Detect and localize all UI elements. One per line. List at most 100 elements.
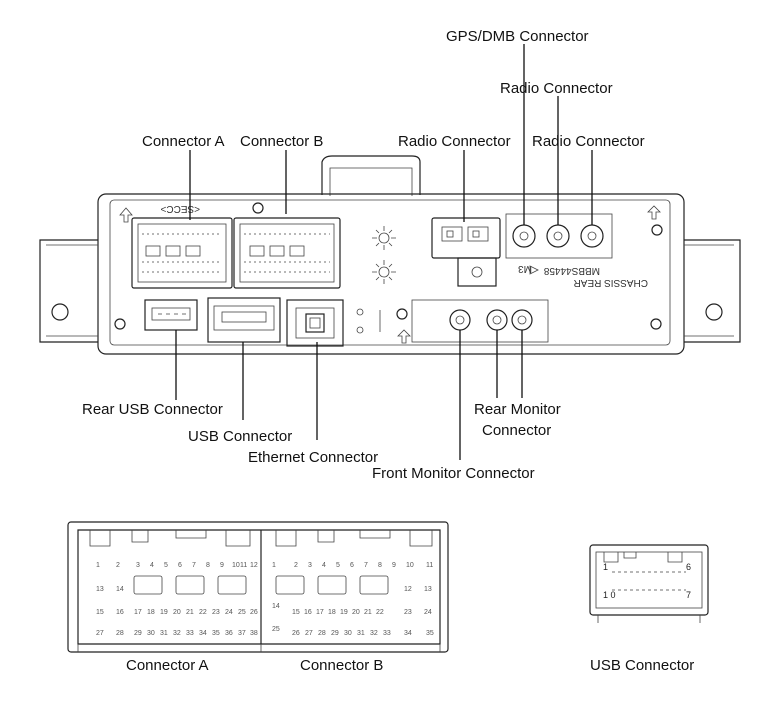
pin-label: 19 [160,609,168,616]
pin-label: 24 [225,609,233,616]
pin-label: 18 [147,609,155,616]
pin-label: 7 [364,562,368,569]
unit-ethernet-connector [286,299,344,347]
label-rear-usb-connector: Rear USB Connector [82,401,223,418]
pin-label: 14 [116,586,124,593]
head-unit-body [39,155,741,355]
label-ethernet-connector: Ethernet Connector [248,449,378,466]
sun-icon [372,260,396,284]
label-connector-a: Connector A [142,133,225,150]
label-radio-connector-left: Radio Connector [398,133,511,150]
m3-marking: M3 [518,263,532,274]
pin-label: 3 [136,562,140,569]
pin-label: 32 [370,630,378,637]
pin-label: 34 [404,630,412,637]
pin-label: 21 [364,609,372,616]
pin-label: 23 [404,609,412,616]
pin-label: 1 [96,562,100,569]
unit-rear-usb-connector [144,299,198,331]
pin-label: 17 [134,609,142,616]
label-front-monitor-connector: Front Monitor Connector [372,465,535,482]
pin-label: 25 [272,626,280,633]
pin-label: 8 [206,562,210,569]
part-number-marking: MBBS44458 [543,265,600,276]
pin-label: 13 [96,586,104,593]
pin-label: 2 [116,562,120,569]
label-radio-connector-right: Radio Connector [532,133,645,150]
pin-label: 1 [272,562,276,569]
m3-arrow-icon [529,265,539,275]
label-gps-dmb-connector: GPS/DMB Connector [446,28,589,45]
mark-icon [356,326,364,334]
pin-label: 14 [272,603,280,610]
pin-label: 20 [352,609,360,616]
chassis-rear-marking: CHASSIS REAR [574,277,648,288]
pin-label: 10 [232,562,240,569]
pin-label: 26 [292,630,300,637]
pin-label: 24 [424,609,432,616]
label-rear-monitor: Rear Monitor [474,401,561,418]
pin-label: 1 0 [603,590,616,600]
pin-label: 7 [686,590,691,600]
pin-label: 3 [308,562,312,569]
pin-label: 28 [116,630,124,637]
pin-label: 4 [322,562,326,569]
pin-label: 5 [336,562,340,569]
pin-label: 25 [238,609,246,616]
label-radio-connector-top: Radio Connector [500,80,613,97]
pin-label: 19 [340,609,348,616]
pin-label: 31 [160,630,168,637]
pin-label: 12 [404,586,412,593]
caption-usb-connector: USB Connector [590,657,694,674]
pin-label: 26 [250,609,258,616]
unit-connector-b [233,217,341,289]
pin-label: 11 [426,562,433,569]
pin-label: 4 [150,562,154,569]
pin-label: 6 [686,562,691,572]
pin-label: 37 [238,630,246,637]
secc-marking: <SECC> [160,203,200,214]
pin-label: 9 [220,562,224,569]
label-connector-b: Connector B [240,133,323,150]
pin-label: 17 [316,609,324,616]
pin-label: 9 [392,562,396,569]
unit-connector-a [131,217,233,289]
label-rear-monitor-connector: Connector [482,422,551,439]
pin-label: 33 [383,630,391,637]
pin-label: 20 [173,609,181,616]
pin-label: 7 [192,562,196,569]
unit-radio-connector-left [431,217,501,287]
pin-label: 6 [178,562,182,569]
pin-label: 27 [305,630,313,637]
pin-label: 1 [603,562,608,572]
pin-label: 15 [96,609,104,616]
pin-label: 29 [331,630,339,637]
pin-label: 22 [199,609,207,616]
pin-label: 22 [376,609,384,616]
pin-label: 31 [357,630,365,637]
pin-label: 10 [406,562,414,569]
pin-label: 35 [212,630,220,637]
pin-label: 11 [240,562,247,569]
connector-b-pins: 1 2 3 4 5 6 7 8 9 10 11 12 13 14 15 16 1… [272,562,434,637]
pin-label: 27 [96,630,104,637]
pin-label: 32 [173,630,181,637]
pin-label: 30 [147,630,155,637]
pin-label: 18 [328,609,336,616]
mark-icon [356,308,364,316]
pin-label: 30 [344,630,352,637]
pin-label: 6 [350,562,354,569]
leader-lines [175,44,593,460]
sun-icon [372,226,396,250]
unit-usb-connector [207,297,281,343]
label-usb-connector: USB Connector [188,428,292,445]
pin-label: 13 [424,586,432,593]
pin-label: 12 [250,562,258,569]
unit-coax-connectors-top [505,213,613,259]
unit-monitor-connectors [411,299,549,343]
pin-label: 29 [134,630,142,637]
pin-label: 16 [304,609,312,616]
connector-ab-detail [67,521,449,653]
caption-connector-b: Connector B [300,657,383,674]
